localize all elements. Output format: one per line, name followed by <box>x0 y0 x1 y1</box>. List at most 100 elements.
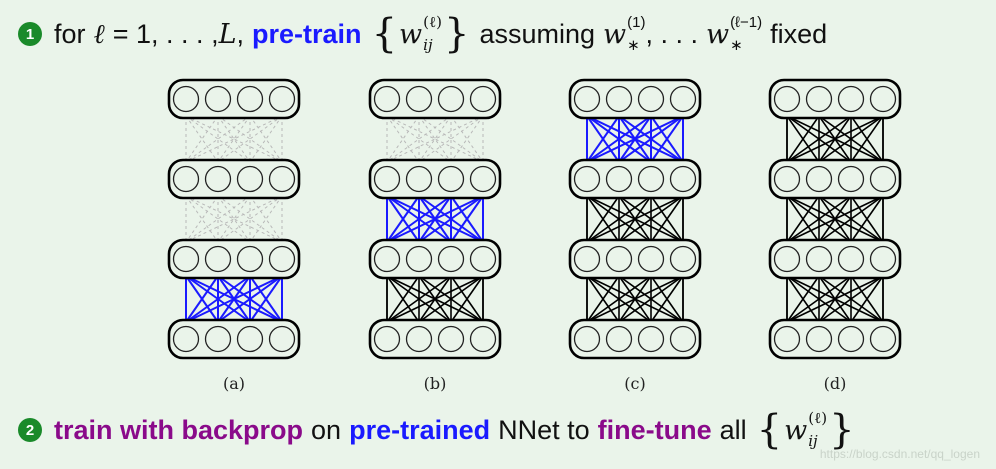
neuron-node <box>573 165 601 193</box>
neuron-node <box>669 165 697 193</box>
neuron-node <box>373 325 401 353</box>
neuron-node <box>605 85 633 113</box>
layer-3 <box>368 238 502 280</box>
edge <box>386 275 452 323</box>
connection-1 <box>586 275 684 323</box>
edge <box>386 275 420 323</box>
edge <box>850 275 884 323</box>
edge <box>818 195 884 243</box>
neuron-node <box>605 245 633 273</box>
edge <box>850 195 884 243</box>
layer-1 <box>368 78 502 120</box>
neuron-node <box>805 85 833 113</box>
neuron-node <box>236 325 264 353</box>
edge <box>618 195 684 243</box>
neuron-node <box>869 245 897 273</box>
neuron-node <box>469 165 497 193</box>
layer-box <box>368 318 502 360</box>
neuron-node <box>373 85 401 113</box>
edge <box>586 275 652 323</box>
layer-3 <box>768 238 902 280</box>
layer-box <box>768 318 902 360</box>
neuron-node <box>869 325 897 353</box>
step2-number-badge: 2 <box>18 418 42 442</box>
neuron-node <box>805 245 833 273</box>
step1-for-text: for <box>54 18 86 49</box>
edge <box>217 195 283 243</box>
layer-4 <box>568 318 702 360</box>
step2-line: 2 train with backprop on pre-trained NNe… <box>18 408 857 452</box>
edge <box>386 115 452 163</box>
edge <box>450 195 484 243</box>
edge <box>586 115 652 163</box>
panel-caption: (a) <box>223 374 245 393</box>
neuron-node <box>669 325 697 353</box>
edge <box>786 115 820 163</box>
layer-2 <box>768 158 902 200</box>
connection-1 <box>386 275 484 323</box>
neuron-node <box>204 85 232 113</box>
edge <box>418 195 484 243</box>
neuron-node <box>172 165 200 193</box>
neuron-node <box>773 325 801 353</box>
layer-box <box>167 318 301 360</box>
edge <box>586 275 620 323</box>
neuron-node <box>669 245 697 273</box>
step1-L: L <box>218 18 237 50</box>
layer-box <box>368 78 502 120</box>
step1-range: = 1, . . . , <box>112 18 219 49</box>
neuron-node <box>172 85 200 113</box>
panel-caption: (b) <box>424 374 447 393</box>
edge <box>386 195 452 243</box>
layer-1 <box>768 78 902 120</box>
step2-on-text: on <box>311 414 342 445</box>
neuron-node <box>837 165 865 193</box>
edge <box>418 275 484 323</box>
connection-3 <box>185 115 283 163</box>
neuron-node <box>869 165 897 193</box>
step1-line: 1 for ℓ = 1, . . . , L , pre-train { w (… <box>18 14 827 54</box>
step1-number-badge: 1 <box>18 22 42 46</box>
layer-2 <box>568 158 702 200</box>
edge <box>818 275 884 323</box>
connection-2 <box>786 195 884 243</box>
edge <box>586 195 652 243</box>
connection-2 <box>185 195 283 243</box>
panel-caption: (d) <box>824 374 847 393</box>
edge <box>786 275 884 323</box>
edge <box>818 115 884 163</box>
neuron-node <box>805 325 833 353</box>
neuron-node <box>437 325 465 353</box>
step1-weight-symbol: w (ℓ) ij <box>399 13 443 54</box>
network-panel-2: (b) <box>368 78 502 393</box>
network-panel-4: (d) <box>768 78 902 393</box>
step2-all-text: all <box>719 414 747 445</box>
edge <box>586 195 620 243</box>
layer-2 <box>368 158 502 200</box>
panel-caption: (c) <box>624 374 645 393</box>
edge <box>217 115 283 163</box>
edge <box>185 275 251 323</box>
layer-box <box>568 318 702 360</box>
layer-box <box>568 78 702 120</box>
layer-1 <box>167 78 301 120</box>
edge <box>850 115 884 163</box>
step2-nnet-text: NNet to <box>498 414 590 445</box>
watermark: https://blog.csdn.net/qq_logen <box>819 447 980 461</box>
neuron-node <box>405 85 433 113</box>
connection-3 <box>386 115 484 163</box>
layer-box <box>768 238 902 280</box>
neuron-node <box>268 245 296 273</box>
connection-2 <box>586 195 684 243</box>
neuron-node <box>405 325 433 353</box>
step1-layer-var: ℓ <box>93 18 105 50</box>
connection-2 <box>386 195 484 243</box>
neuron-node <box>573 325 601 353</box>
edge <box>650 275 684 323</box>
network-panel-3: (c) <box>568 78 702 393</box>
brace-close-2: } <box>829 407 855 453</box>
step1-fixed-text: fixed <box>770 18 828 49</box>
network-panel-1: (a) <box>167 78 301 393</box>
step2-weight-symbol: w (ℓ) ij <box>784 409 828 450</box>
step2-keyword-finetune: fine-tune <box>597 414 712 445</box>
